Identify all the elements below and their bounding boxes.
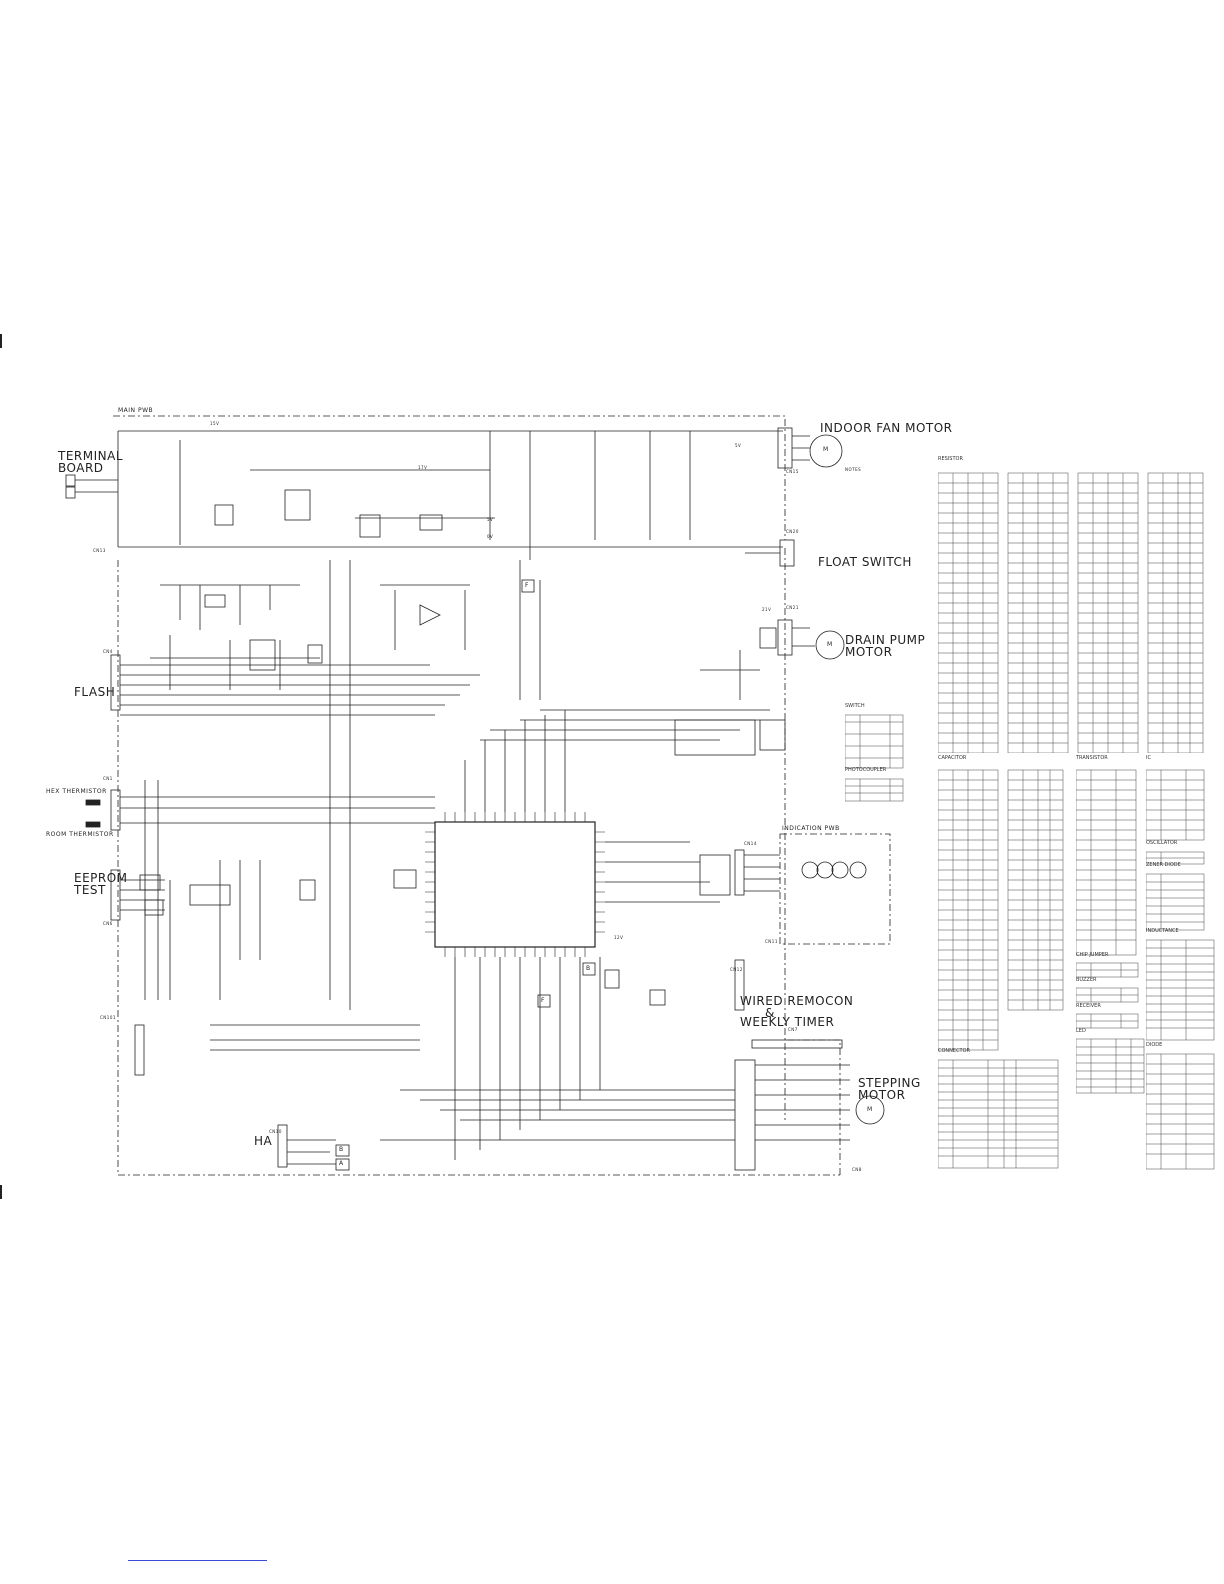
hex-thermistor-label: HEX THERMISTOR [46,788,107,795]
test-label: TEST [74,883,106,897]
chip-jumper-table-title: CHIP JUMPER [1076,952,1109,958]
drain-motor-symbol: M [827,641,833,648]
ha-ref-b: B [339,1146,344,1153]
resistor-table-title: RESISTOR [938,456,963,462]
cn4-label: CN4 [103,649,113,654]
receiver-table: RECEIVER [1075,1003,1141,1031]
voltage-0v-rail: 0V [487,534,494,539]
weekly-timer-label: WEEKLY TIMER [740,1015,835,1029]
edge-mark-top [0,334,2,348]
capacitor-table-title: CAPACITOR [938,755,967,761]
cn21-label: CN21 [786,605,799,610]
resistor-table: RESISTOR [937,456,1208,754]
switch-table-grid [844,714,904,769]
ref-b-mcu: B [586,965,591,972]
ic-table-title: IC [1146,755,1151,761]
zener-table-grid [1145,873,1205,931]
led-table-title: LED [1076,1028,1086,1034]
capacitor-table: CAPACITOR [937,755,1068,1053]
ha-label: HA [254,1134,273,1148]
voltage-5v-fan: 5V [735,443,742,448]
notes-label: NOTES [845,467,862,472]
voltage-5v-rail: 5V [487,517,494,522]
receiver-grid [1075,1013,1139,1029]
inductance-table-grid [1145,939,1215,1041]
terminal-board-label-line1: TERMINAL [58,449,124,463]
fan-motor-symbol: M [823,446,829,453]
resistor-table-grid [937,472,1204,754]
buzzer-table: BUZZER [1075,977,1141,1005]
cn1-label: CN1 [103,776,113,781]
ic-table-grid [1145,769,1205,841]
diode-table-title: DIODE [1146,1042,1163,1048]
footer-link-underline[interactable] [128,1560,267,1561]
float-switch-label: FLOAT SWITCH [818,555,912,569]
voltage-15v: 15V [210,421,220,426]
inductance-table: INDUCTANCE [1145,928,1216,1046]
cn13-label: CN13 [93,548,106,553]
edge-mark-bottom [0,1185,2,1199]
ic-table: IC [1145,755,1206,843]
transistor-table-title: TRANSISTOR [1076,755,1108,761]
chip-jumper-table: CHIP JUMPER [1075,952,1141,980]
photocoupler-table-grid [844,778,904,802]
connector-table: CONNECTOR [937,1048,1063,1171]
buzzer-grid [1075,987,1139,1003]
drain-pump-label-line1: DRAIN PUMP [845,633,926,647]
cn20-label: CN20 [786,529,799,534]
cn6-label: CN6 [103,921,113,926]
receiver-table-title: RECEIVER [1076,1003,1101,1009]
photocoupler-table-title: PHOTOCOUPLER [845,767,887,773]
terminal-board-label-line2: BOARD [58,461,104,475]
stepping-label-line1: STEPPING [858,1076,921,1090]
flash-label: FLASH [74,685,116,699]
led-grid [1075,1038,1145,1094]
cn11-label: CN11 [765,939,778,944]
ha-ref-a: A [339,1160,344,1167]
cn8-label: CN8 [852,1167,862,1172]
connector-table-title: CONNECTOR [938,1048,971,1054]
buzzer-table-title: BUZZER [1076,977,1097,983]
transistor-table-grid [1075,769,1137,956]
voltage-12v: 12V [614,935,624,940]
voltage-21v: 21V [762,607,772,612]
indoor-fan-motor-label: INDOOR FAN MOTOR [820,421,953,435]
ref-f-mcu: F [541,997,545,1004]
ref-f-top: F [525,582,529,589]
stepping-label-line2: MOTOR [858,1088,906,1102]
zener-table-title: ZENER DIODE [1146,862,1181,868]
drain-pump-label-line2: MOTOR [845,645,893,659]
cn12-label: CN12 [730,967,743,972]
diode-table: DIODE [1145,1042,1216,1175]
connector-table-grid [937,1059,1059,1169]
cn15-label: CN15 [786,469,799,474]
eeprom-label: EEPROM [74,871,128,885]
diode-table-grid [1145,1053,1215,1170]
zener-table: ZENER DIODE [1145,862,1206,935]
chip-jumper-grid [1075,962,1139,978]
inductance-table-title: INDUCTANCE [1146,928,1179,934]
switch-table: SWITCH [844,703,905,771]
oscillator-table-grid [1145,851,1205,865]
photocoupler-table: PHOTOCOUPLER [844,767,905,805]
room-thermistor-label: ROOM THERMISTOR [46,831,114,838]
wired-remocon-amp: & [765,1006,775,1020]
oscillator-table: OSCILLATOR [1145,840,1206,868]
wired-remocon-label: WIRED REMOCON [740,994,854,1008]
cn101-label: CN101 [100,1015,116,1020]
stepping-motor-symbol: M [867,1106,873,1113]
cn7-label: CN7 [788,1027,798,1032]
voltage-17v: 17V [418,465,428,470]
cn10-label: CN10 [269,1129,282,1134]
indication-pwb-label: INDICATION PWB [782,825,840,832]
oscillator-table-title: OSCILLATOR [1146,840,1178,846]
cn14-label: CN14 [744,841,757,846]
main-pwb-label: MAIN PWB [118,407,154,414]
capacitor-table-grid [937,769,1064,1051]
switch-table-title: SWITCH [845,703,865,709]
transistor-table: TRANSISTOR [1075,755,1141,958]
led-table: LED [1075,1028,1146,1096]
